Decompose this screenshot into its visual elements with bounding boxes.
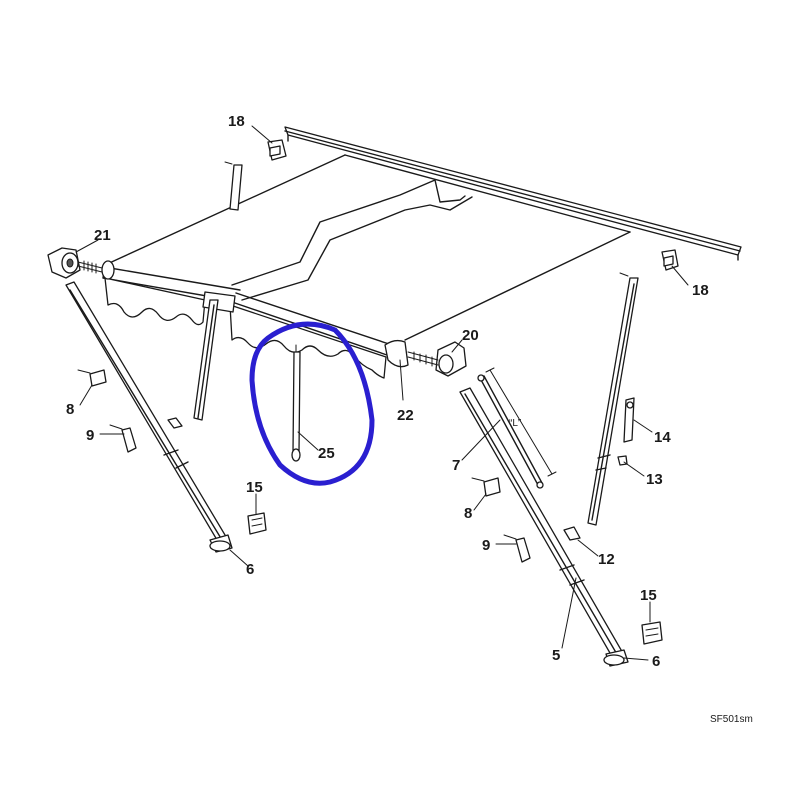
callout-15-right: 15 (640, 587, 657, 604)
dimension-label-L: “L” (509, 418, 521, 429)
callout-6-right: 6 (652, 653, 660, 670)
right-support-arm (459, 387, 629, 667)
left-end-cap (47, 247, 103, 279)
callout-18-right: 18 (692, 282, 709, 299)
back-left-rafter (224, 161, 243, 211)
part-25-wand (291, 344, 301, 462)
part-8-right (471, 477, 501, 497)
awning-rail (284, 126, 742, 261)
callout-7: 7 (452, 457, 460, 474)
right-end-cap (407, 341, 467, 377)
callout-5: 5 (552, 647, 560, 664)
callout-13: 13 (646, 471, 663, 488)
part-9-left (109, 424, 137, 453)
callout-8-right: 8 (464, 505, 472, 522)
callout-25: 25 (318, 445, 335, 462)
callout-9-right: 9 (482, 537, 490, 554)
callout-8-left: 8 (66, 401, 74, 418)
callout-9-left: 9 (86, 427, 94, 444)
callout-18-top: 18 (228, 113, 245, 130)
top-bracket-left (267, 139, 287, 161)
drawing-code: SF501sm (710, 714, 753, 725)
highlight-circle (249, 321, 375, 486)
part-15-right (641, 621, 663, 645)
awning-fabric (101, 154, 631, 379)
callout-21: 21 (94, 227, 111, 244)
callout-6-left: 6 (246, 561, 254, 578)
callout-22: 22 (397, 407, 414, 424)
top-bracket-right (661, 249, 679, 271)
callout-14: 14 (654, 429, 671, 446)
left-rafter-arm (193, 299, 219, 421)
part-14-lever (623, 397, 635, 443)
rod-7 (477, 367, 557, 489)
callout-15-left: 15 (246, 479, 263, 496)
left-support-arm (65, 281, 233, 553)
part-8-left (77, 369, 107, 387)
part-9-right (503, 534, 531, 563)
callout-12: 12 (598, 551, 615, 568)
part-15-left (247, 512, 267, 535)
right-rafter-arm (587, 272, 639, 526)
part-12-bracket (563, 526, 581, 541)
callout-labels: 18 18 21 20 22 25 8 9 7 14 13 15 6 8 9 1… (66, 113, 709, 670)
leader-lines (75, 125, 689, 661)
callout-20: 20 (462, 327, 479, 344)
left-small-bracket (167, 417, 183, 429)
